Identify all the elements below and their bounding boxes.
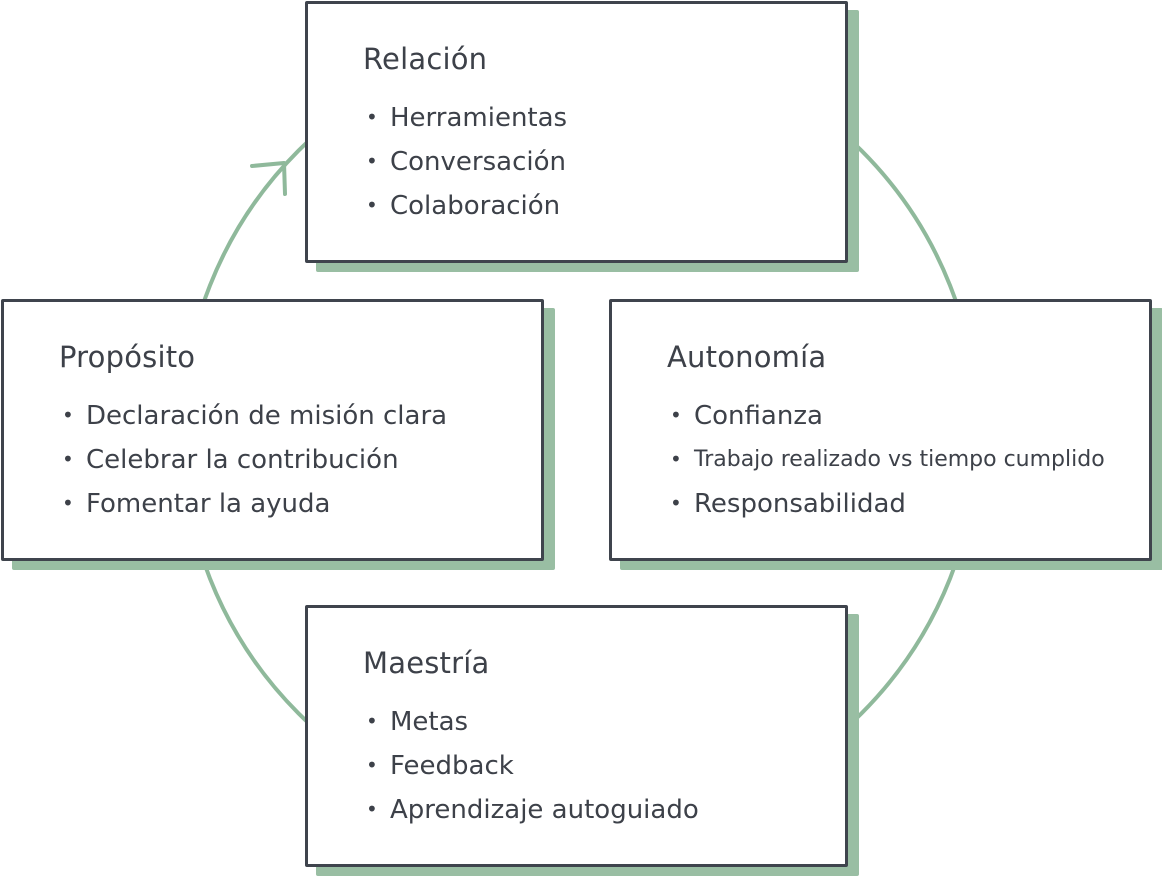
maestria-item: • Feedback — [366, 744, 699, 788]
relacion-item-label: Conversación — [390, 147, 566, 177]
maestria-item: • Aprendizaje autoguiado — [366, 788, 699, 832]
maestria-item-label: Aprendizaje autoguiado — [390, 795, 699, 825]
proposito-item-label: Celebrar la contribución — [86, 445, 399, 475]
autonomia-item-label: Confianza — [694, 401, 823, 431]
autonomia-item-label: Trabajo realizado vs tiempo cumplido — [694, 447, 1105, 472]
bullet-icon: • — [366, 105, 378, 129]
arrow-head-icon — [250, 161, 287, 196]
autonomia-item-label: Responsabilidad — [694, 489, 906, 519]
proposito-item: • Fomentar la ayuda — [62, 482, 447, 526]
relacion-item: • Colaboración — [366, 184, 567, 228]
relacion-item-label: Colaboración — [390, 191, 561, 221]
bullet-icon: • — [366, 149, 378, 173]
bullet-icon: • — [670, 403, 682, 427]
relacion-item-label: Herramientas — [390, 103, 568, 133]
maestria-item-label: Metas — [390, 707, 469, 737]
relacion-box: Relación • Herramientas • Conversación •… — [305, 1, 848, 263]
proposito-item: • Declaración de misión clara — [62, 394, 448, 438]
maestria-item: • Metas — [366, 700, 699, 744]
autonomia-list: • Confianza • Trabajo realizado vs tiemp… — [670, 394, 1105, 526]
bullet-icon: • — [670, 447, 682, 471]
proposito-item-label: Declaración de misión clara — [86, 401, 448, 431]
bullet-icon: • — [366, 193, 378, 217]
proposito-item-label: Fomentar la ayuda — [86, 489, 331, 519]
relacion-item: • Conversación — [366, 140, 567, 184]
proposito-item: • Celebrar la contribución — [62, 438, 447, 482]
bullet-icon: • — [366, 753, 378, 777]
proposito-list: • Declaración de misión clara • Celebrar… — [62, 394, 448, 526]
proposito-title: Propósito — [59, 340, 196, 374]
relacion-list: • Herramientas • Conversación • Colabora… — [366, 96, 568, 228]
maestria-item-label: Feedback — [390, 751, 514, 781]
maestria-box: Maestría • Metas • Feedback • Aprendizaj… — [305, 605, 848, 867]
maestria-title: Maestría — [363, 646, 490, 680]
autonomia-item: • Confianza — [670, 394, 1105, 438]
bullet-icon: • — [62, 491, 74, 515]
autonomia-item: • Trabajo realizado vs tiempo cumplido — [670, 438, 1105, 482]
relacion-title: Relación — [363, 42, 488, 76]
bullet-icon: • — [670, 491, 682, 515]
bullet-icon: • — [62, 403, 74, 427]
bullet-icon: • — [366, 709, 378, 733]
bullet-icon: • — [366, 797, 378, 821]
relacion-item: • Herramientas — [366, 96, 568, 140]
maestria-list: • Metas • Feedback • Aprendizaje autogui… — [366, 700, 699, 832]
proposito-box: Propósito • Declaración de misión clara … — [1, 299, 544, 561]
bullet-icon: • — [62, 447, 74, 471]
autonomia-item: • Responsabilidad — [670, 482, 1105, 526]
autonomia-title: Autonomía — [667, 340, 827, 374]
autonomia-box: Autonomía • Confianza • Trabajo realizad… — [609, 299, 1152, 561]
